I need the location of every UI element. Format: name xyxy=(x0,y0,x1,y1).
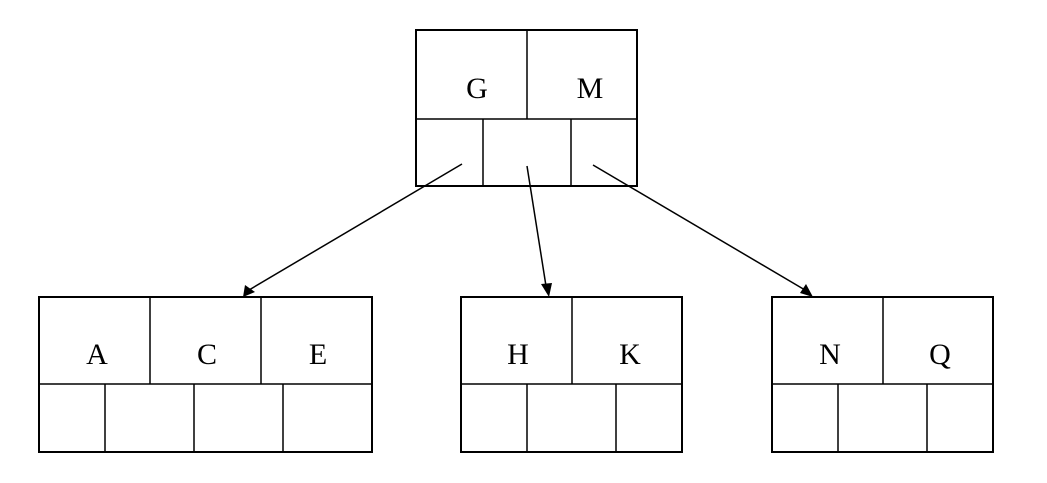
child-key: A xyxy=(86,338,108,371)
child-node-left: A C E xyxy=(38,296,373,453)
pointer-arrow-line xyxy=(526,165,547,287)
pointer-arrows xyxy=(243,163,813,297)
child-key: H xyxy=(507,338,529,371)
child-key: K xyxy=(619,338,641,371)
arrowhead-icon xyxy=(800,284,813,297)
child-key: C xyxy=(197,338,217,371)
child-key: Q xyxy=(929,338,951,371)
root-key: G xyxy=(466,72,488,105)
pointer-arrow-line xyxy=(248,163,463,291)
arrowhead-icon xyxy=(243,285,255,297)
child-node-right: N Q xyxy=(771,296,994,453)
root-node: G M xyxy=(415,29,638,187)
child-node-border xyxy=(38,296,373,453)
root-key: M xyxy=(577,72,604,105)
pointer-arrow-line xyxy=(592,164,806,291)
arrowhead-icon xyxy=(541,283,552,297)
child-key: N xyxy=(819,338,841,371)
child-node-middle: H K xyxy=(460,296,683,453)
child-key: E xyxy=(309,338,327,371)
